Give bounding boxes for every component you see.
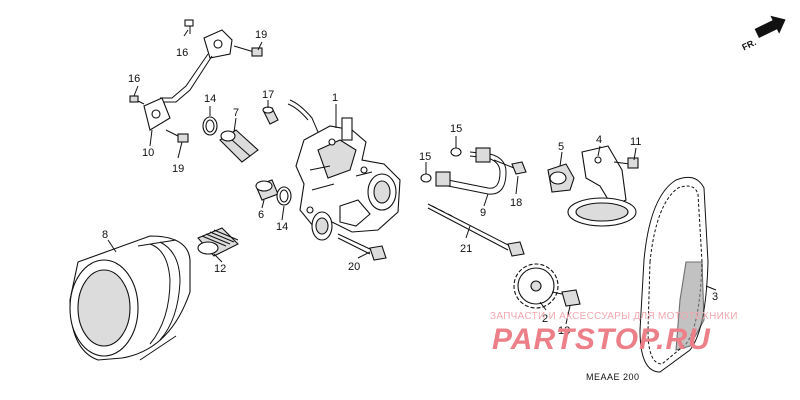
callout-19-upper: 19 bbox=[255, 29, 267, 41]
long-bolt-21-drawing bbox=[427, 203, 525, 257]
callout-21: 21 bbox=[460, 243, 472, 255]
callout-7: 7 bbox=[233, 107, 239, 119]
callout-15-upper: 15 bbox=[450, 123, 462, 135]
callout-9: 9 bbox=[480, 207, 486, 219]
callout-labels: 1 2 3 4 5 6 7 8 9 10 11 12 13 14 14 15 1… bbox=[102, 29, 718, 337]
oil-filter-drawing bbox=[69, 235, 191, 361]
leader-lines bbox=[107, 29, 717, 325]
callout-1: 1 bbox=[332, 92, 338, 104]
callout-10: 10 bbox=[142, 147, 154, 159]
callout-18: 18 bbox=[510, 197, 522, 209]
oil-pipe-bracket-drawing bbox=[129, 19, 263, 143]
front-direction-label: FR. bbox=[740, 37, 757, 52]
watermark-tagline: ЗАПЧАСТИ И АКСЕССУАРЫ ДЛЯ МОТОТЕХНИКИ bbox=[490, 311, 738, 322]
callout-6: 6 bbox=[258, 209, 264, 221]
callout-2: 2 bbox=[542, 313, 548, 325]
oil-pipe-drawing bbox=[420, 147, 527, 195]
callout-4: 4 bbox=[596, 134, 602, 146]
pump-sprocket-drawing bbox=[513, 263, 581, 309]
callout-14-lower: 14 bbox=[276, 221, 288, 233]
callout-8: 8 bbox=[102, 229, 108, 241]
collar-oring-lower-drawing bbox=[255, 179, 292, 206]
callout-17: 17 bbox=[262, 89, 274, 101]
watermark: ЗАПЧАСТИ И АКСЕССУАРЫ ДЛЯ МОТОТЕХНИКИ PA… bbox=[490, 311, 738, 356]
callout-15-lower: 15 bbox=[419, 151, 431, 163]
pump-bolt-20-drawing bbox=[337, 233, 387, 261]
oring-dowel-drawing bbox=[202, 106, 279, 163]
watermark-brand: PARTSTOP.RU bbox=[492, 323, 711, 356]
callout-13: 13 bbox=[558, 325, 570, 337]
callout-3: 3 bbox=[712, 291, 718, 303]
callout-19-lower: 19 bbox=[172, 163, 184, 175]
drive-chain-drawing bbox=[639, 176, 709, 373]
callout-5: 5 bbox=[558, 141, 564, 153]
callout-16-lower: 16 bbox=[128, 73, 140, 85]
oil-pump-drawing bbox=[287, 99, 401, 241]
callout-20: 20 bbox=[348, 261, 360, 273]
filter-boss-drawing bbox=[197, 227, 239, 257]
callout-16-upper: 16 bbox=[176, 47, 188, 59]
callout-14-upper: 14 bbox=[204, 93, 216, 105]
callout-11: 11 bbox=[630, 136, 641, 148]
oil-strainer-drawing bbox=[547, 145, 639, 227]
front-direction-indicator: FR. bbox=[740, 15, 786, 52]
diagram-code: MEAAE 200 bbox=[586, 372, 640, 382]
callout-12: 12 bbox=[214, 263, 226, 275]
